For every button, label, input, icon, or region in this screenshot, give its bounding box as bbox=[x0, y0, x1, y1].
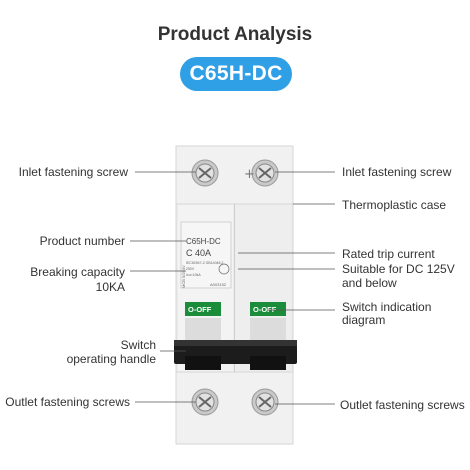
model-badge: C65H-DC bbox=[180, 57, 292, 91]
callout-dc-suitable-line1: Suitable for DC 125V bbox=[342, 262, 455, 276]
callout-switch-indication-line1: Switch indication bbox=[342, 300, 432, 314]
switch-indicator-left-text: O-OFF bbox=[188, 305, 212, 314]
label-panel bbox=[180, 221, 232, 289]
callout-switch-indication-line2: diagram bbox=[342, 313, 386, 327]
outlet-screw-right-icon bbox=[251, 388, 279, 416]
breaker-voltage-text: 250V bbox=[186, 267, 195, 271]
breaker-code-text: A003152 bbox=[210, 282, 227, 287]
handle-slot-left bbox=[185, 318, 221, 344]
switch-indicator-right-text: O-OFF bbox=[253, 305, 277, 314]
callout-product-number: Product number bbox=[39, 234, 125, 248]
breaker-icu-text: Icu=10kA bbox=[186, 273, 201, 277]
operating-handle bbox=[174, 340, 297, 370]
breaker-rating-text: C 40A bbox=[186, 248, 211, 258]
page-title: Product Analysis bbox=[157, 24, 313, 45]
callout-outlet-screws-right: Outlet fastening screws bbox=[340, 398, 465, 412]
callout-breaking-capacity-line2: 10KA bbox=[95, 280, 125, 294]
callout-inlet-screw-left: Inlet fastening screw bbox=[18, 165, 128, 179]
leader-lines bbox=[130, 171, 335, 405]
breaker-model-text: C65H-DC bbox=[186, 237, 221, 246]
callout-inlet-screw-right: Inlet fastening screw bbox=[342, 165, 452, 179]
callout-rated-trip-current: Rated trip current bbox=[342, 247, 435, 261]
callout-outlet-screws-left: Outlet fastening screws bbox=[5, 395, 130, 409]
ccc-mark-icon bbox=[218, 263, 230, 275]
switch-indicator-left bbox=[185, 302, 221, 316]
polarity-plus: + bbox=[244, 167, 255, 182]
inlet-screw-left-icon bbox=[191, 159, 219, 187]
inlet-screw-right-icon bbox=[251, 159, 279, 187]
breaker-standard-text: IEC60947-2 GB14048.2 bbox=[186, 261, 223, 265]
callout-dc-suitable-line2: and below bbox=[342, 276, 397, 290]
breaker-side-text: MCB 5/250V bbox=[181, 265, 186, 288]
callout-switch-handle-line2: operating handle bbox=[66, 352, 156, 366]
callout-breaking-capacity-line1: Breaking capacity bbox=[30, 265, 125, 279]
switch-indicator-right bbox=[250, 302, 286, 316]
outlet-screw-left-icon bbox=[191, 388, 219, 416]
callout-switch-handle-line1: Switch bbox=[120, 338, 156, 352]
handle-slot-right bbox=[250, 318, 286, 344]
callout-thermoplastic-case: Thermoplastic case bbox=[342, 198, 447, 212]
